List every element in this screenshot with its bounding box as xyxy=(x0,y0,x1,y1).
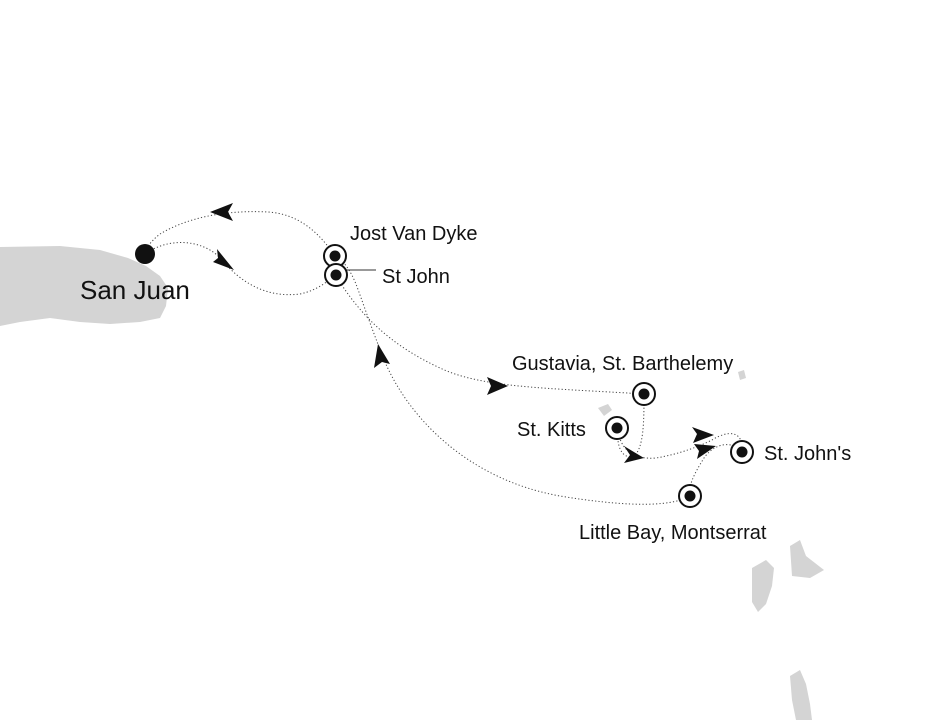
land-island-dominica xyxy=(790,670,812,720)
arrow-icon xyxy=(487,377,508,395)
marker-st-kitts[interactable] xyxy=(605,416,629,440)
marker-st-johns[interactable] xyxy=(730,440,754,464)
arrow-icon xyxy=(694,444,716,459)
arrow-icon xyxy=(213,249,234,270)
marker-san-juan[interactable] xyxy=(135,244,155,264)
label-st-john: St John xyxy=(382,266,450,288)
route-san-juan-to-st-john xyxy=(144,242,336,296)
land-island-guadeloupe-east xyxy=(790,540,824,578)
label-st-kitts: St. Kitts xyxy=(517,419,586,441)
arrow-icon xyxy=(624,446,644,463)
label-san-juan: San Juan xyxy=(80,275,190,305)
route-jost-van-dyke-to-san-juan xyxy=(144,211,336,257)
land-island-guadeloupe-west xyxy=(752,560,774,612)
arrow-icon xyxy=(210,203,233,221)
port-markers xyxy=(135,244,754,508)
route-little-bay-to-jost-van-dyke xyxy=(334,255,691,505)
port-labels: San Juan Jost Van Dyke St John Gustavia,… xyxy=(80,223,851,544)
route-gustavia-to-st-kitts xyxy=(617,393,645,458)
marker-little-bay[interactable] xyxy=(678,484,702,508)
label-little-bay: Little Bay, Montserrat xyxy=(579,522,767,544)
arrow-icon xyxy=(374,344,390,368)
route-st-john-to-gustavia xyxy=(335,275,645,395)
land-island-small-1 xyxy=(598,404,612,416)
label-st-johns: St. John's xyxy=(764,443,851,465)
land-island-small-2 xyxy=(738,370,746,380)
label-jost-van-dyke: Jost Van Dyke xyxy=(350,223,477,245)
route-st-johns-to-little-bay xyxy=(689,444,743,497)
marker-gustavia[interactable] xyxy=(632,382,656,406)
arrow-icon xyxy=(692,427,714,443)
route-arrows xyxy=(210,203,716,463)
label-gustavia: Gustavia, St. Barthelemy xyxy=(512,353,733,375)
marker-st-john[interactable] xyxy=(324,263,348,287)
land-masses xyxy=(0,246,824,720)
land-puerto-rico xyxy=(0,246,168,326)
